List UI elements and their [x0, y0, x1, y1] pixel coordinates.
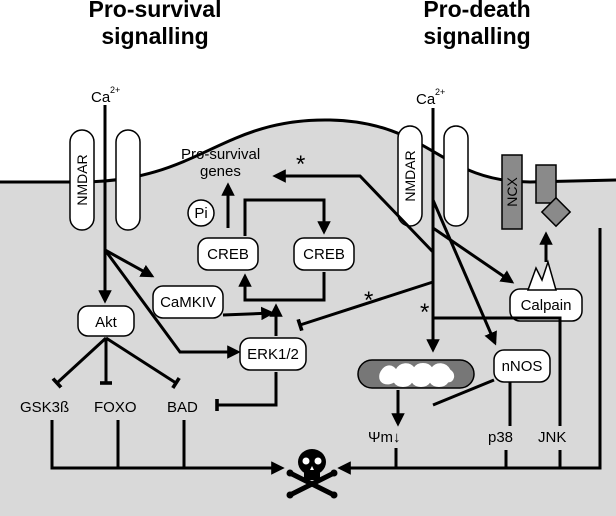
creb-right-label: CREB — [303, 246, 345, 263]
nmdar-right-label: NMDAR — [402, 150, 418, 201]
arrow-to-camkiv — [104, 248, 155, 278]
arrow-to-erk — [103, 249, 241, 359]
inhibit-bad-by-erk — [215, 372, 278, 411]
ncx-cleaved-fragment — [535, 164, 557, 204]
ncx-to-death — [396, 228, 602, 470]
to-jnk-line — [433, 316, 562, 426]
ncx-channel — [501, 154, 523, 230]
inhibit-bad — [105, 336, 181, 390]
gsk-label: GSK3ß — [20, 399, 69, 416]
skull-and-crossbones-icon — [286, 449, 338, 499]
nnos-label: nNOS — [502, 358, 543, 375]
calpain-label: Calpain — [521, 297, 572, 314]
nnos-node — [493, 349, 551, 383]
pi-node — [187, 199, 215, 227]
erk-node — [239, 337, 307, 371]
title-pro-survival-line2: signalling — [101, 23, 208, 49]
title-pro-death-line1: Pro-death — [423, 0, 530, 22]
inhibit-erk-line — [296, 280, 434, 332]
akt-label: Akt — [95, 314, 118, 331]
pro-survival-genes-line1: Pro-survival — [181, 146, 260, 163]
inhibit-gsk — [51, 336, 108, 389]
pro-survival-genes-line2: genes — [200, 163, 241, 180]
calcium-charge-left: 2+ — [110, 85, 120, 95]
jnk-label: JNK — [538, 429, 566, 446]
star-marker-1: * — [296, 151, 305, 178]
arrow-to-genes-inhibit — [272, 169, 435, 254]
foxo-label: FOXO — [94, 399, 137, 416]
calcium-label-right: Ca — [416, 91, 436, 108]
calpain-activation-icon — [526, 259, 557, 291]
camkiv-label: CaMKIV — [160, 294, 216, 311]
bad-label: BAD — [167, 399, 198, 416]
star-marker-2: * — [364, 287, 373, 314]
creb-right-node — [293, 237, 355, 271]
arrow-camkiv-to-creb — [222, 306, 275, 321]
creb-phospho-loop-bottom — [238, 272, 326, 302]
title-pro-death-line2: signalling — [423, 23, 530, 49]
camkiv-node — [152, 285, 224, 319]
nmdar-left-subunit-1 — [69, 129, 95, 231]
calcium-label-left: Ca — [91, 89, 111, 106]
calcium-charge-right: 2+ — [435, 87, 445, 97]
nmdar-right-subunit-2 — [443, 125, 469, 227]
erk-label: ERK1/2 — [247, 346, 299, 363]
star-marker-3: * — [420, 299, 429, 326]
nmdar-left-label: NMDAR — [74, 154, 90, 205]
ncx-cleaved-piece — [540, 196, 572, 228]
creb-phospho-loop-top — [243, 198, 331, 236]
creb-left-node — [197, 237, 259, 271]
akt-node — [77, 305, 135, 337]
creb-left-label: CREB — [207, 246, 249, 263]
ncx-label: NCX — [504, 177, 520, 207]
pi-label: Pi — [194, 205, 207, 222]
gsk-to-death — [50, 420, 285, 475]
nmdar-left-subunit-2 — [115, 129, 141, 231]
p38-label: p38 — [488, 429, 513, 446]
nnos-to-mito-line — [432, 378, 495, 407]
mitochondria-cristae — [379, 363, 455, 387]
arrow-to-calpain — [432, 226, 515, 284]
title-pro-survival-line1: Pro-survival — [89, 0, 222, 22]
membrane-potential-label: Ψm↓ — [368, 429, 401, 446]
